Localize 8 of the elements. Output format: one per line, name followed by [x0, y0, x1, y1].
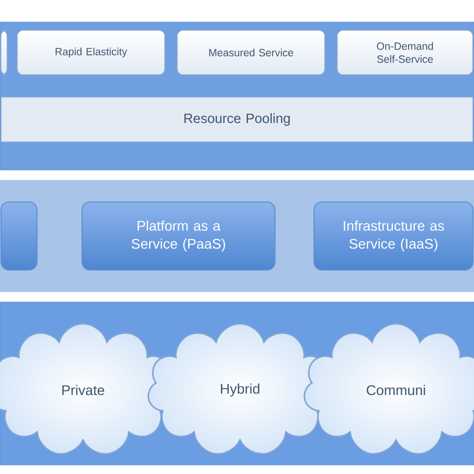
service-box: Infrastructure as Service (IaaS): [314, 202, 474, 270]
feature-box: On-Demand Self-Service: [336, 29, 474, 76]
feature-box: Measured Service: [176, 29, 326, 76]
feature-box: Rapid Elasticity: [16, 29, 166, 76]
service-box: [0, 202, 38, 270]
service-box: Platform as a Service (PaaS): [82, 202, 276, 270]
pooling-bar: Resource Pooling: [0, 96, 474, 142]
feature-box: [0, 29, 8, 76]
